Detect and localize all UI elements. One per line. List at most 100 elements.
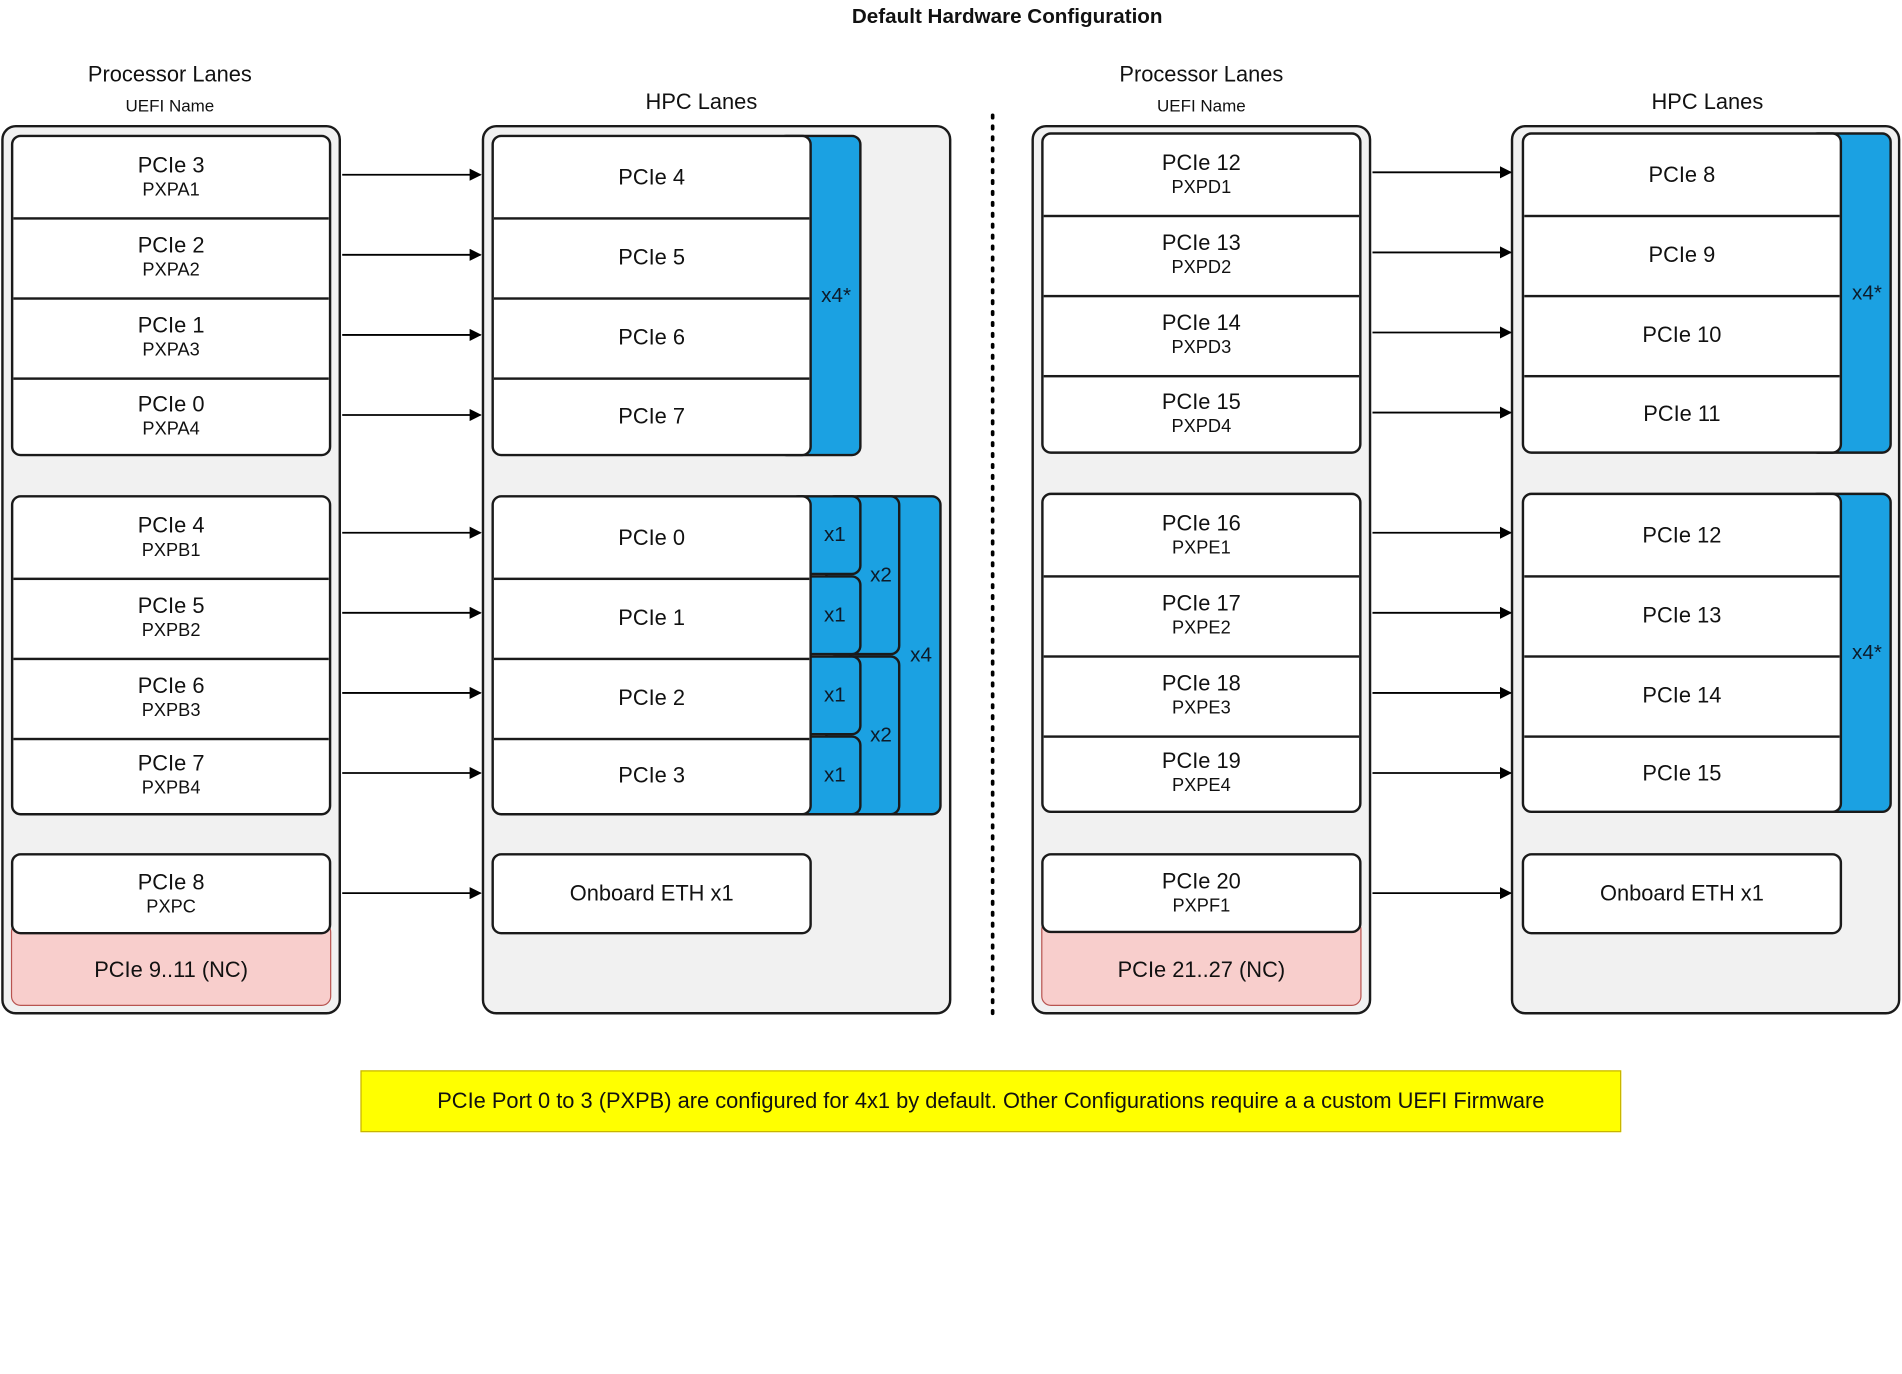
lane-name: PCIe 17 — [1161, 590, 1241, 616]
uefi-name: PXPF1 — [1172, 895, 1231, 917]
lane-name: PCIe 15 — [1161, 388, 1241, 414]
right-arrows — [1372, 166, 1513, 900]
lane-name: PCIe 8 — [137, 869, 205, 894]
hpc-lane-cell: PCIe 7 — [494, 377, 810, 453]
uefi-name: PXPB4 — [141, 777, 201, 799]
lane-name: PCIe 4 — [137, 513, 205, 538]
nc-label: PCIe 21..27 (NC) — [1117, 957, 1286, 982]
lane-name: PCIe 7 — [618, 403, 686, 428]
diagram-title: Default Hardware Configuration — [851, 4, 1163, 28]
lane-name: PCIe 15 — [1642, 760, 1722, 786]
width-label: x4* — [1852, 640, 1882, 664]
hpc-lane-cell: PCIe 10 — [1524, 295, 1840, 378]
lane-name: PCIe 19 — [1161, 748, 1241, 773]
lane-name: PCIe 12 — [1642, 523, 1722, 548]
footnote-box: PCIe Port 0 to 3 (PXPB) are configured f… — [360, 1070, 1622, 1133]
lane-name: PCIe 1 — [618, 605, 686, 630]
right-onboard-eth: Onboard ETH x1 — [1521, 853, 1843, 935]
hpc-lane-cell: PCIe 2 — [493, 658, 810, 741]
left-onboard-eth: Onboard ETH x1 — [491, 853, 812, 935]
lane-name: PCIe 6 — [137, 673, 205, 698]
uefi-name: PXPD2 — [1171, 257, 1232, 278]
lane-name: PCIe 2 — [618, 685, 686, 710]
hpc-lane-cell: PCIe 5 — [493, 217, 810, 300]
left-hpc-group-2: PCIe 0 PCIe 1 PCIe 2 PCIe 3 — [491, 495, 812, 816]
lane-name: PCIe 8 — [1648, 162, 1716, 187]
uefi-name: PXPA3 — [142, 339, 200, 361]
width-label: x1 — [823, 523, 846, 547]
lane-name: PCIe 6 — [618, 325, 686, 350]
hpc-lane-cell: PCIe 13 — [1524, 575, 1840, 658]
lane-name: PCIe 13 — [1161, 230, 1241, 255]
uefi-name: PXPE3 — [1172, 697, 1231, 719]
right-nc-lanes: PCIe 21..27 (NC) — [1041, 919, 1362, 1006]
lane-name: PCIe 18 — [1161, 671, 1241, 696]
uefi-name: PXPA4 — [142, 418, 200, 439]
lane-name: PCIe 2 — [137, 232, 205, 258]
uefi-name: PXPE2 — [1172, 617, 1231, 639]
uefi-name: PXPA2 — [142, 259, 200, 281]
width-label: x4* — [821, 283, 852, 307]
lane-name: PCIe 13 — [1642, 603, 1722, 628]
lane-name: PCIe 16 — [1161, 510, 1241, 536]
right-proc-header: Processor Lanes — [1119, 61, 1284, 87]
lane-name: PCIe 14 — [1642, 683, 1722, 708]
uefi-name: PXPD4 — [1171, 415, 1232, 437]
right-proc-subheader: UEFI Name — [1156, 95, 1246, 116]
hpc-lane-cell: PCIe 15 — [1524, 735, 1840, 810]
uefi-name: PXPB2 — [141, 620, 201, 641]
lane-name: PCIe 0 — [618, 525, 686, 550]
right-hpc-group-2: PCIe 12 PCIe 13 PCIe 14 PCIe 15 — [1521, 492, 1843, 814]
uefi-name: PXPD1 — [1171, 177, 1232, 198]
lane-name: PCIe 9 — [1648, 242, 1716, 267]
hpc-lane-cell: PCIe 11 — [1524, 375, 1840, 451]
hpc-lane-cell: PCIe 4 — [493, 137, 810, 220]
lane-name: PCIe 7 — [137, 751, 205, 776]
left-arrows — [342, 168, 482, 900]
width-label: x1 — [823, 683, 846, 707]
lane-name: PCIe 10 — [1642, 322, 1722, 348]
eth-label: Onboard ETH x1 — [569, 881, 734, 906]
hpc-lane-cell: PCIe 6 — [493, 297, 810, 380]
lane-name: PCIe 3 — [137, 152, 205, 178]
hpc-lane-cell: PCIe 14 — [1524, 655, 1840, 738]
footnote-text: PCIe Port 0 to 3 (PXPB) are configured f… — [437, 1088, 1545, 1113]
hpc-lane-cell: PCIe 12 — [1524, 495, 1840, 578]
width-label: x2 — [870, 723, 892, 747]
connector-overlay — [342, 113, 1513, 1017]
hpc-lane-cell: PCIe 3 — [494, 738, 810, 813]
right-hpc-header: HPC Lanes — [1651, 89, 1764, 115]
lane-name: PCIe 4 — [618, 165, 686, 190]
width-label: x2 — [870, 563, 892, 587]
lane-name: PCIe 5 — [137, 593, 205, 618]
lane-name: PCIe 11 — [1643, 401, 1721, 426]
uefi-name: PXPB3 — [141, 700, 201, 721]
eth-label: Onboard ETH x1 — [1599, 881, 1764, 906]
hpc-lane-cell: PCIe 0 — [493, 498, 810, 581]
lane-name: PCIe 12 — [1161, 150, 1241, 175]
uefi-name: PXPB1 — [141, 540, 201, 561]
width-label: x4 — [910, 643, 932, 667]
left-proc-subheader: UEFI Name — [125, 95, 215, 116]
